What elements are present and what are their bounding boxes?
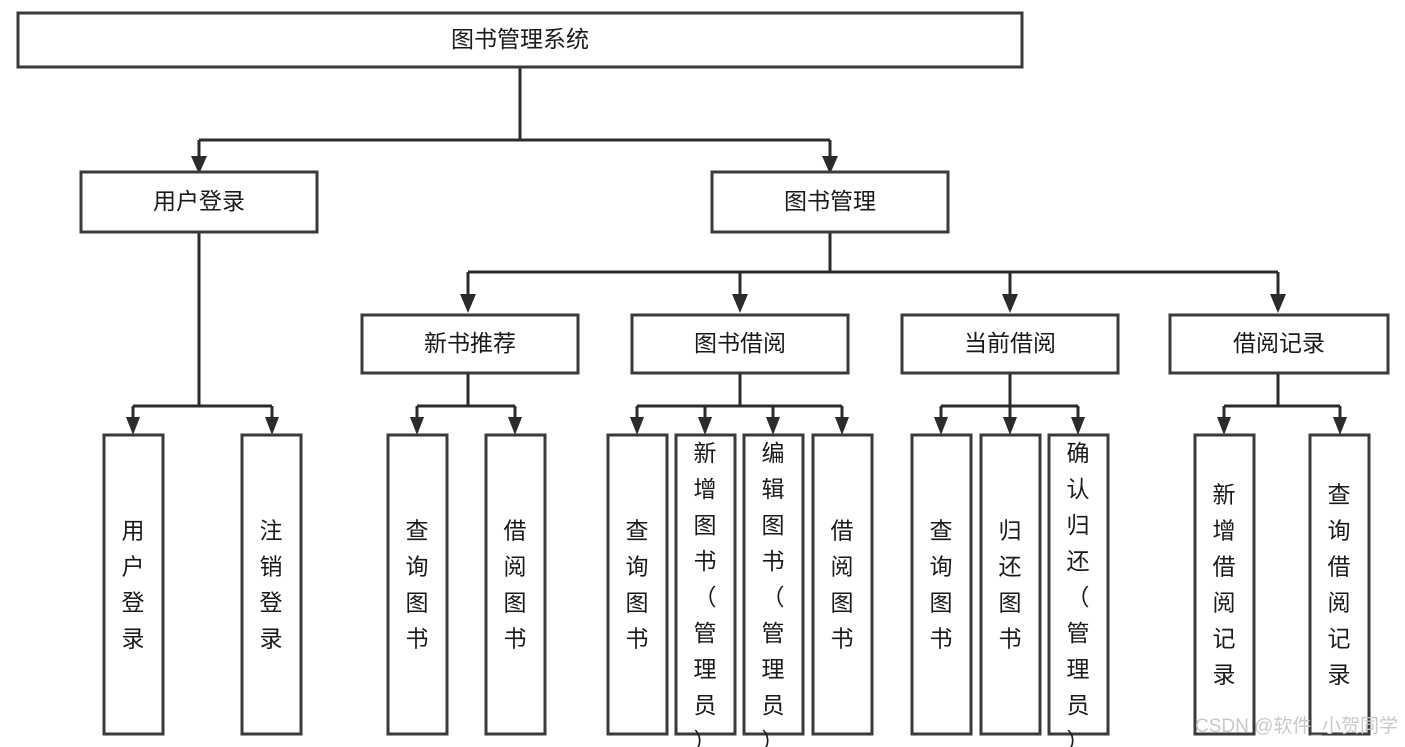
node-new-book-recommend-box[interactable] (360, 313, 580, 375)
node-leaf-add-book-label: 新增图书（管理员） (694, 440, 717, 747)
connector-borrowrecord-to-leaves (1222, 373, 1342, 419)
node-leaf-query-book-3-box[interactable] (910, 433, 973, 736)
arrowhead-leaf-edit-book (766, 417, 780, 435)
arrowhead-leaf-confirm-return (1071, 417, 1085, 435)
node-leaf-query-book-1-label: 查询图书 (406, 517, 429, 651)
node-leaf-add-book-box[interactable] (674, 433, 737, 736)
node-leaf-borrow-book-1-box[interactable] (484, 433, 547, 736)
node-leaf-edit-book-label: 编辑图书（管理员） (762, 440, 785, 747)
node-current-borrow[interactable]: 当前借阅 (900, 313, 1120, 375)
node-borrow-record-box[interactable] (1168, 313, 1390, 375)
node-leaf-borrow-book-2-label: 借阅图书 (831, 517, 854, 651)
arrowhead-leaf-query-book-1 (410, 417, 424, 435)
node-leaf-borrow-book-2-box[interactable] (811, 433, 874, 736)
node-borrow-record[interactable]: 借阅记录 (1168, 313, 1390, 375)
node-leaf-borrow-book-1[interactable]: 借阅图书 (484, 433, 547, 736)
node-leaf-user-login[interactable]: 用户登录 (102, 433, 165, 736)
node-user-login-box[interactable] (79, 170, 319, 234)
node-new-book-recommend-label: 新书推荐 (424, 330, 516, 356)
node-book-borrow-box[interactable] (630, 313, 850, 375)
node-book-management-box[interactable] (710, 170, 950, 234)
node-root-label: 图书管理系统 (451, 26, 589, 52)
node-current-borrow-label: 当前借阅 (964, 330, 1056, 356)
arrowhead-leaf-user-logout (265, 417, 279, 435)
node-leaf-query-book-2[interactable]: 查询图书 (606, 433, 669, 736)
node-leaf-query-record[interactable]: 查询借阅记录 (1308, 433, 1371, 736)
connector-userlogin-to-leaves (131, 232, 274, 419)
arrowhead-leaf-query-book-3 (934, 417, 948, 435)
arrowhead-leaf-add-book (698, 417, 712, 435)
watermark-label: CSDN @软件_小贺同学 (1195, 715, 1398, 737)
node-leaf-confirm-return-box[interactable] (1047, 433, 1110, 736)
node-leaf-user-logout-label: 注销登录 (260, 517, 283, 651)
arrowhead-leaf-return-book (1003, 417, 1017, 435)
node-leaf-add-record[interactable]: 新增借阅记录 (1193, 433, 1256, 736)
arrowhead-new-book-recommend (460, 294, 476, 313)
arrowhead-leaf-query-record (1333, 417, 1347, 435)
arrowhead-leaf-user-login (126, 417, 140, 435)
node-borrow-record-label: 借阅记录 (1233, 330, 1325, 356)
node-book-borrow[interactable]: 图书借阅 (630, 313, 850, 375)
node-book-borrow-label: 图书借阅 (694, 330, 786, 356)
node-new-book-recommend[interactable]: 新书推荐 (360, 313, 580, 375)
arrowhead-leaf-add-record (1217, 417, 1231, 435)
node-book-management-label: 图书管理 (784, 188, 876, 214)
connector-bookborrow-to-leaves (635, 373, 844, 419)
arrowhead-leaf-borrow-book-2 (835, 417, 849, 435)
connector-root-to-level2 (197, 67, 832, 158)
node-leaf-query-book-2-box[interactable] (606, 433, 669, 736)
arrowhead-book-borrow (732, 294, 748, 313)
node-leaf-query-book-3-label: 查询图书 (930, 517, 953, 651)
connector-newbook-to-leaves (415, 373, 517, 419)
connector-bookmgmt-to-level3 (466, 232, 1280, 296)
arrowhead-current-borrow (1002, 294, 1018, 313)
node-leaf-add-book[interactable]: 新增图书（管理员） (674, 433, 737, 747)
node-book-management[interactable]: 图书管理 (710, 170, 950, 234)
node-leaf-query-book-2-label: 查询图书 (626, 517, 649, 651)
node-leaf-user-login-box[interactable] (102, 433, 165, 736)
connectors-group (126, 67, 1347, 435)
node-leaf-query-record-label: 查询借阅记录 (1328, 481, 1351, 687)
node-leaf-query-book-3[interactable]: 查询图书 (910, 433, 973, 736)
connector-currentborrow-to-leaves (939, 373, 1080, 419)
node-leaf-query-book-1[interactable]: 查询图书 (386, 433, 449, 736)
node-leaf-return-book-label: 归还图书 (999, 517, 1022, 651)
node-root-box[interactable] (16, 11, 1024, 69)
node-user-login-label: 用户登录 (153, 188, 245, 214)
node-current-borrow-box[interactable] (900, 313, 1120, 375)
node-leaf-borrow-book-1-label: 借阅图书 (504, 517, 527, 651)
node-leaf-user-login-label: 用户登录 (122, 517, 145, 651)
node-leaf-query-book-1-box[interactable] (386, 433, 449, 736)
arrowhead-leaf-borrow-book-1 (508, 417, 522, 435)
node-leaf-return-book[interactable]: 归还图书 (979, 433, 1042, 736)
node-user-login[interactable]: 用户登录 (79, 170, 319, 234)
node-leaf-confirm-return-label: 确认归还（管理员） (1067, 440, 1090, 747)
arrowhead-user-login (191, 156, 207, 174)
node-leaf-confirm-return[interactable]: 确认归还（管理员） (1047, 433, 1110, 747)
node-root[interactable]: 图书管理系统 (16, 11, 1024, 69)
node-leaf-add-record-label: 新增借阅记录 (1213, 481, 1236, 687)
node-leaf-add-record-box[interactable] (1193, 433, 1256, 736)
node-leaf-query-record-box[interactable] (1308, 433, 1371, 736)
node-leaf-borrow-book-2[interactable]: 借阅图书 (811, 433, 874, 736)
node-leaf-edit-book[interactable]: 编辑图书（管理员） (742, 433, 805, 747)
node-leaf-user-logout[interactable]: 注销登录 (240, 433, 303, 736)
node-leaf-edit-book-box[interactable] (742, 433, 805, 736)
node-leaf-user-logout-box[interactable] (240, 433, 303, 736)
node-leaf-return-book-box[interactable] (979, 433, 1042, 736)
arrowhead-book-management (822, 156, 838, 174)
arrowhead-borrow-record (1270, 294, 1286, 313)
arrowhead-leaf-query-book-2 (630, 417, 644, 435)
